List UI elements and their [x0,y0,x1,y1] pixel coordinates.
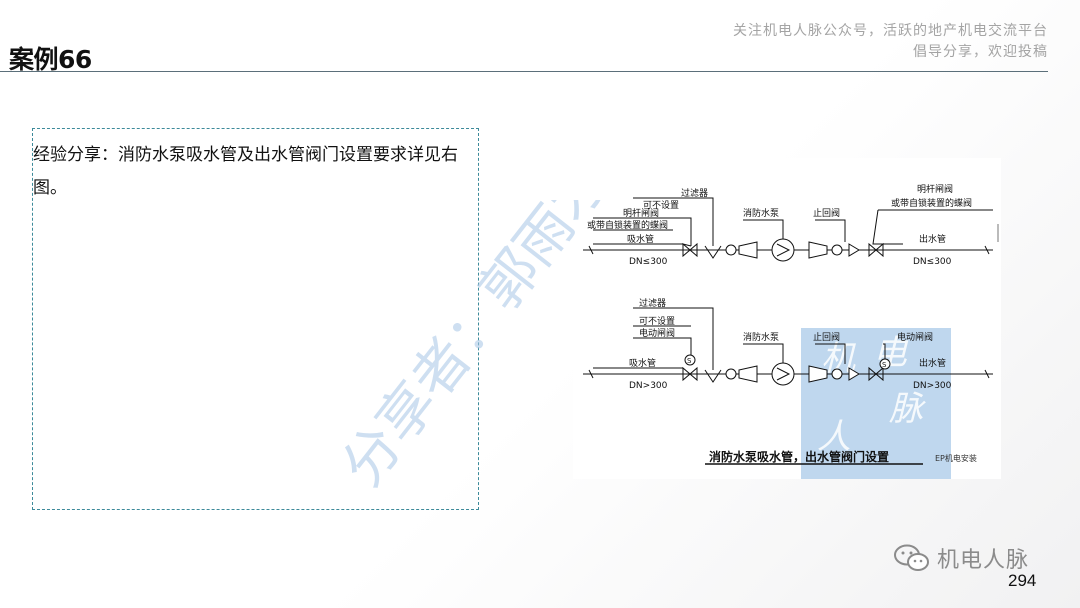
top-check-label: 止回阀 [813,207,840,219]
top-gate-label: 明杆闸阀 [623,207,659,219]
diagram-caption: 消防水泵吸水管，出水管阀门设置 [709,449,889,464]
stamp-char-3: 脉 [889,389,926,429]
bottom-out-motor-label: 电动闸阀 [897,331,933,343]
top-suction-label: 吸水管 [627,233,654,245]
bottom-row: S S [583,307,993,386]
bottom-optional-label: 可不设置 [639,316,675,327]
top-discharge-dn: DN≤300 [913,257,952,267]
stamp-char-2: 电 [873,333,909,373]
wechat-icon [894,544,929,571]
bottom-motor-label: 电动闸阀 [639,327,675,339]
bottom-discharge-dn: DN>300 [913,381,952,391]
svg-text:S: S [687,357,692,365]
top-suction-dn: DN≤300 [629,257,668,267]
bottom-filter-label: 过滤器 [639,297,666,309]
bottom-discharge-label: 出水管 [919,357,946,369]
banner-line-2: 倡导分享，欢迎投稿 [913,44,1048,60]
stamp-char-4: 人 [817,417,851,457]
body-text: 经验分享：消防水泵吸水管及出水管阀门设置要求详见右图。 [33,145,458,198]
bottom-check-label: 止回阀 [813,331,840,343]
bottom-row-labels: 过滤器 可不设置 电动闸阀 吸水管 DN>300 消防水泵 止回阀 电动闸阀 出… [629,297,952,391]
top-optional-label: 可不设置 [643,200,679,211]
svg-text:S: S [882,361,887,369]
top-discharge-label: 出水管 [919,233,946,245]
title-underline [0,71,1048,72]
slide-title: 案例66 [9,45,92,74]
banner-line-1: 关注机电人脉公众号，活跃的地产机电交流平台 [733,23,1048,39]
top-butterfly-label: 或带自锁装置的蝶阀 [587,219,668,231]
top-pump-label: 消防水泵 [743,207,779,219]
top-out-butterfly-label: 或带自锁装置的蝶阀 [891,197,972,209]
bottom-pump-label: 消防水泵 [743,331,779,343]
page-number: 294 [1008,571,1037,590]
top-out-gate-label: 明杆闸阀 [917,183,953,195]
footer-logo: 机电人脉 [893,542,1029,574]
diagram-credit: EP机电安装 [935,453,977,463]
top-filter-label: 过滤器 [681,187,708,199]
watermark-stamp [801,328,951,479]
valve-diagram: 过滤器 可不设置 明杆闸阀 或带自锁装置的蝶阀 吸水管 DN≤300 消防水泵 … [573,158,1001,479]
top-row-labels: 过滤器 可不设置 明杆闸阀 或带自锁装置的蝶阀 吸水管 DN≤300 消防水泵 … [587,183,972,267]
top-row [583,197,993,262]
bottom-suction-dn: DN>300 [629,381,668,391]
footer-brand: 机电人脉 [937,548,1030,573]
bottom-suction-label: 吸水管 [629,357,656,369]
text-box[interactable]: 经验分享：消防水泵吸水管及出水管阀门设置要求详见右图。 [32,128,479,510]
